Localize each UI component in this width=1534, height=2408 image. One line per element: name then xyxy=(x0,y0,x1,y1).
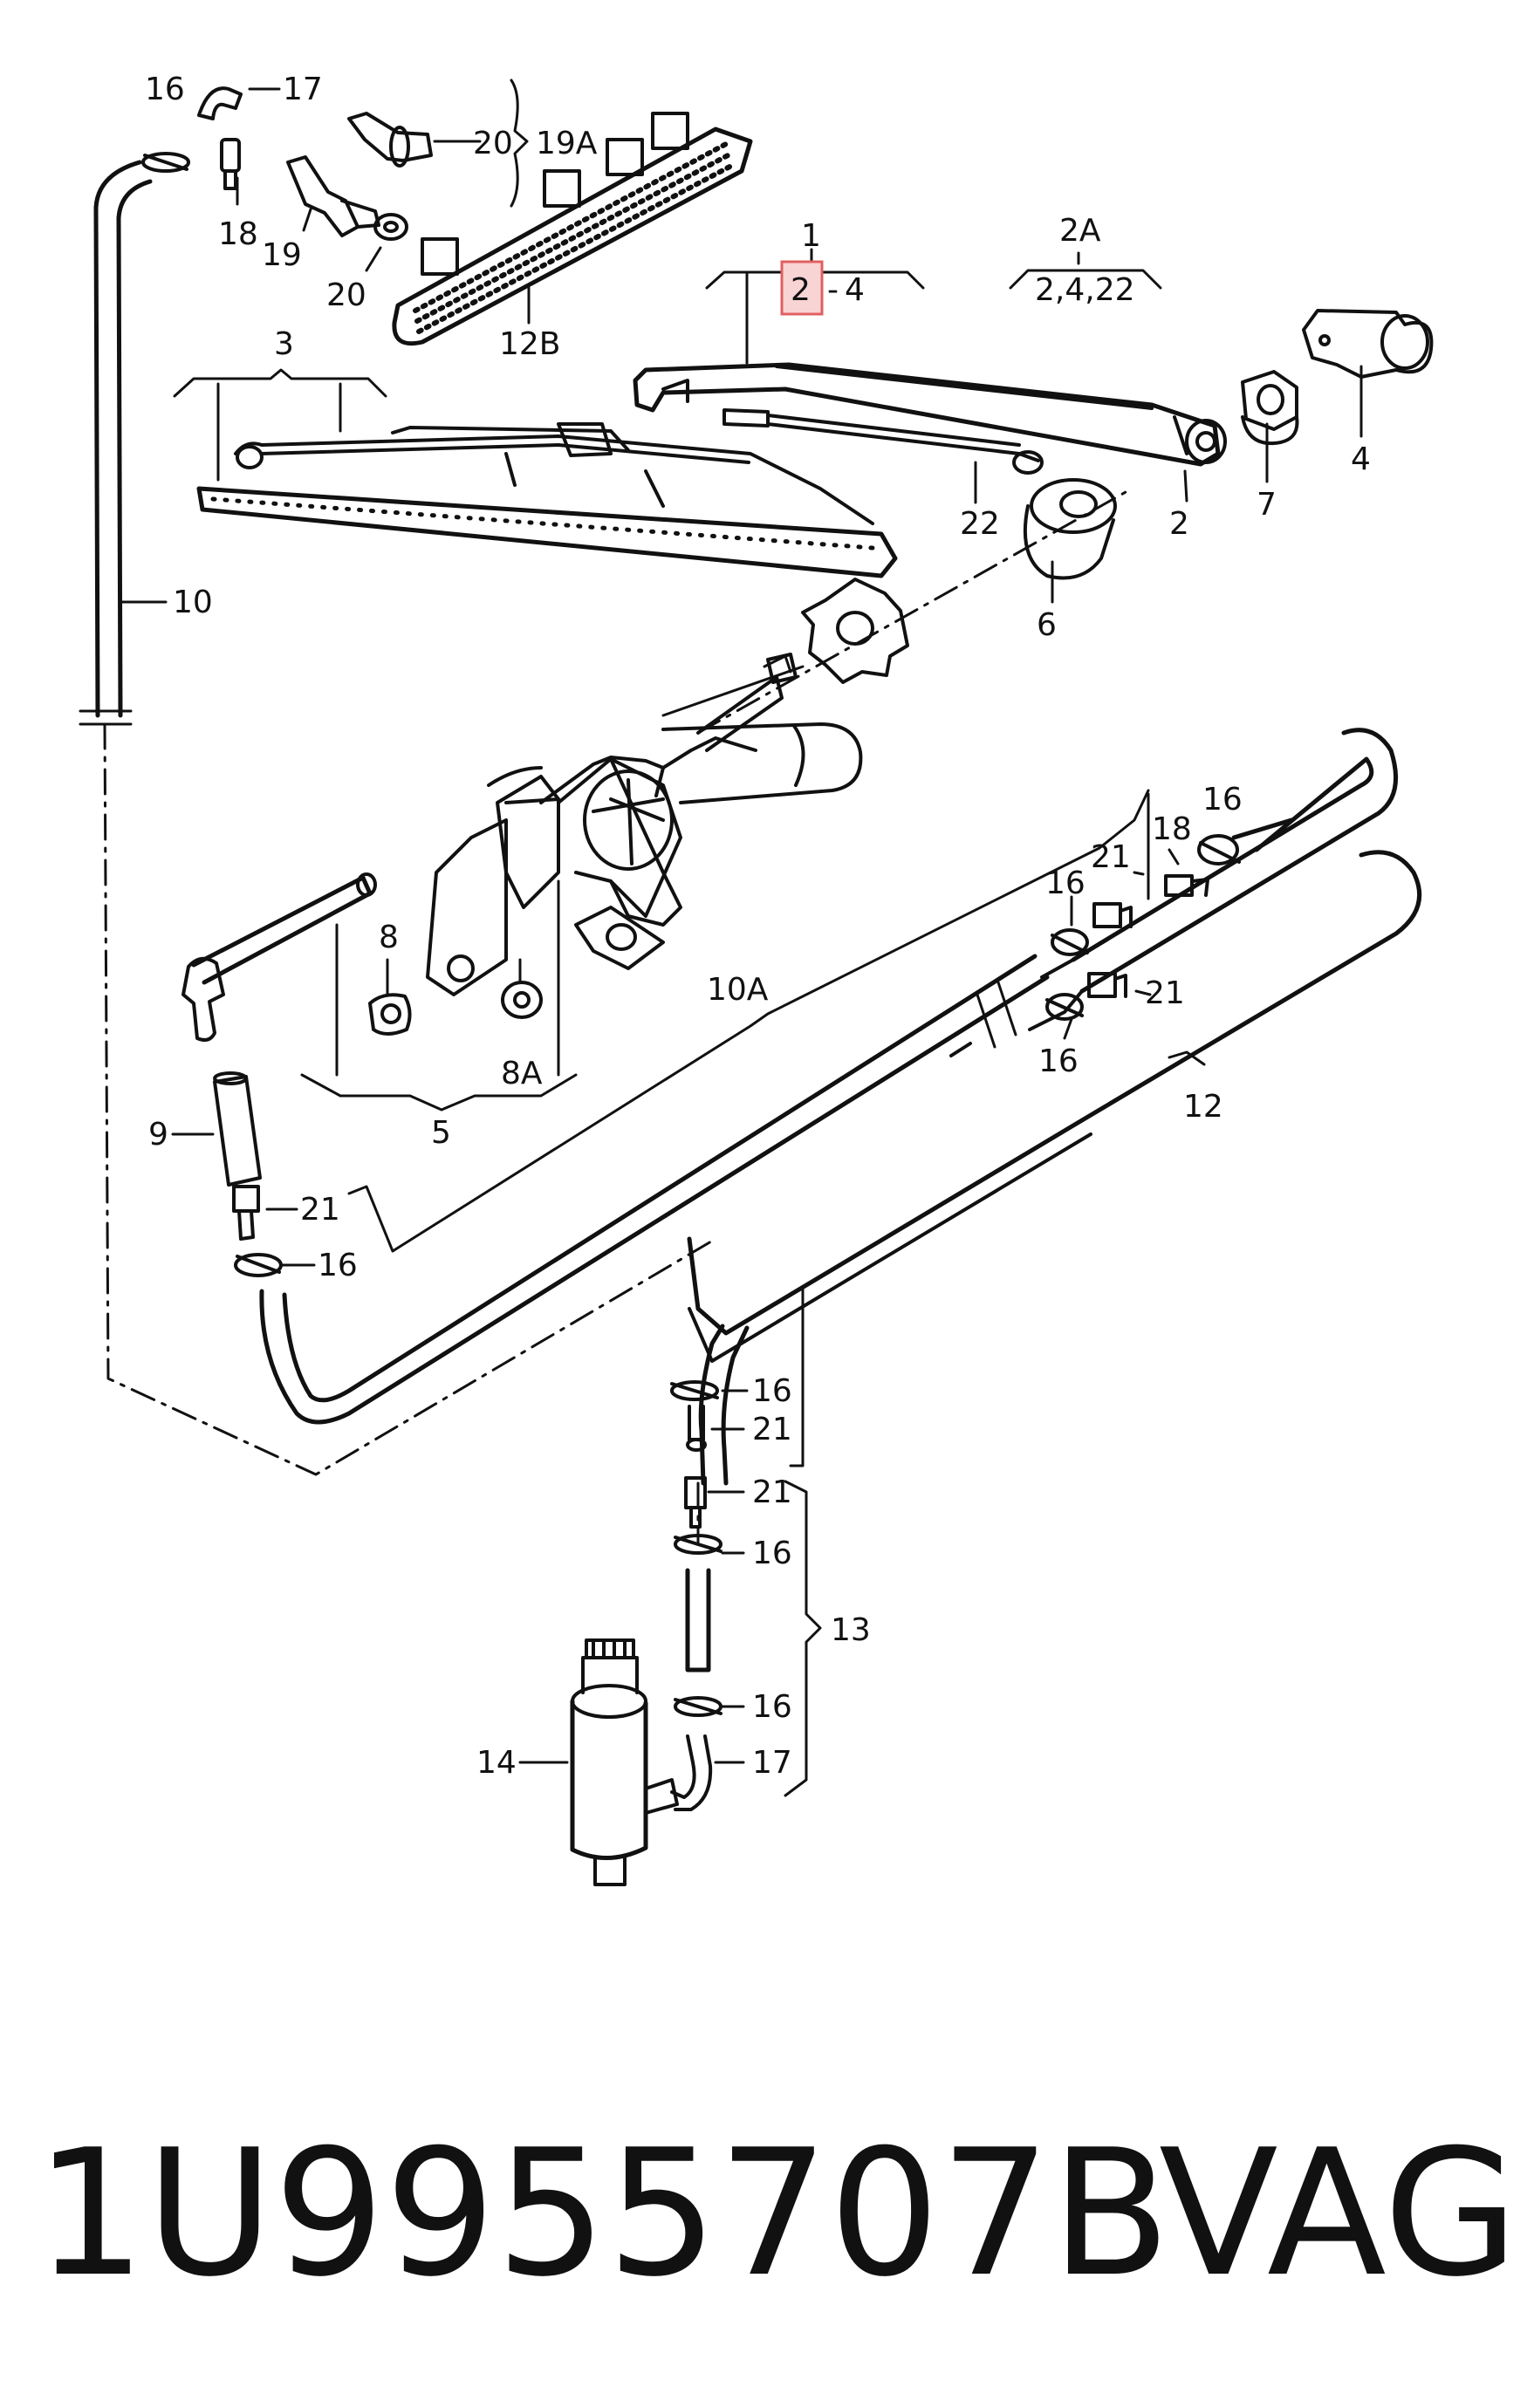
label-10: 10 xyxy=(173,585,213,620)
spoiler-12B xyxy=(392,112,753,346)
wiper-arm-2 xyxy=(633,362,1227,475)
label-18-right: 18 xyxy=(1152,811,1192,847)
right-cluster-parts xyxy=(1045,834,1241,1021)
label-16-right-top: 16 xyxy=(1202,782,1243,817)
label-16-right-low: 16 xyxy=(1038,1043,1079,1079)
label-1: 1 xyxy=(801,218,821,254)
brand-name: VAG xyxy=(1159,2112,1518,2316)
label-2-4-22: 2,4,22 xyxy=(1035,272,1135,308)
hose-9 xyxy=(213,1071,262,1187)
label-3: 3 xyxy=(274,326,294,362)
label-6: 6 xyxy=(1037,607,1057,643)
label-16-bottom-1: 16 xyxy=(752,1373,792,1409)
wiper-blade-3 xyxy=(196,422,898,578)
hose-12-loop xyxy=(259,728,1422,1486)
label-19A: 19A xyxy=(536,126,598,161)
clamp-16-left xyxy=(234,1253,283,1277)
label-dash: - xyxy=(827,272,839,308)
nut-7 xyxy=(1241,370,1299,446)
label-16: 16 xyxy=(145,72,185,107)
label-13: 13 xyxy=(831,1612,871,1648)
nut-8 xyxy=(368,993,412,1036)
label-21-bottom-1: 21 xyxy=(752,1412,792,1447)
label-17: 17 xyxy=(283,72,323,107)
callout-labels: 16 17 20 19A 18 19 20 12B 1 2 - 4 2A 2,4… xyxy=(145,72,1371,1781)
part-number: 1U9955707B xyxy=(35,2112,1171,2316)
label-21-bottom-2: 21 xyxy=(752,1474,792,1510)
label-4-cap: 4 xyxy=(1351,441,1371,477)
label-4: 4 xyxy=(845,272,865,308)
label-19: 19 xyxy=(262,237,302,273)
label-21-left: 21 xyxy=(300,1192,340,1228)
label-2-arm: 2 xyxy=(1169,506,1189,542)
label-18: 18 xyxy=(218,216,258,252)
label-20: 20 xyxy=(473,126,513,161)
axis-line-motor xyxy=(696,490,1127,735)
label-8: 8 xyxy=(379,920,399,955)
label-10A: 10A xyxy=(707,972,769,1008)
label-14: 14 xyxy=(476,1745,517,1781)
washer-8A xyxy=(501,981,543,1019)
bottom-hose-13 xyxy=(670,1380,722,1811)
label-5: 5 xyxy=(431,1115,451,1151)
link-rod xyxy=(181,872,377,1042)
connector-18-top xyxy=(220,138,241,190)
label-16-bottom-2: 16 xyxy=(752,1536,792,1571)
highlight-box xyxy=(780,260,824,316)
spray-jet-19 xyxy=(286,155,380,237)
connector-21-left xyxy=(232,1185,260,1241)
label-7: 7 xyxy=(1257,487,1277,523)
clamp-16-top xyxy=(141,152,190,173)
label-21-right-top: 21 xyxy=(1091,839,1131,875)
assembly-line-left xyxy=(103,722,717,1476)
motor-5 xyxy=(426,653,863,996)
label-17-bottom: 17 xyxy=(752,1745,792,1781)
washer-pump-14 xyxy=(570,1638,679,1886)
label-16-left: 16 xyxy=(318,1248,358,1283)
label-16-right-mid: 16 xyxy=(1045,865,1085,901)
hose-10 xyxy=(79,160,153,726)
spray-jet-20 xyxy=(347,112,433,241)
label-21-right-low: 21 xyxy=(1145,975,1185,1011)
label-12B: 12B xyxy=(499,326,561,362)
label-22: 22 xyxy=(960,506,1000,542)
label-8A: 8A xyxy=(501,1056,543,1091)
cap-4 xyxy=(1302,309,1434,379)
label-12: 12 xyxy=(1183,1089,1223,1125)
label-2A: 2A xyxy=(1059,213,1101,249)
label-2-highlighted: 2 xyxy=(791,272,811,308)
elbow-17-top xyxy=(197,86,243,120)
label-16-bottom-3: 16 xyxy=(752,1689,792,1725)
leader-lines xyxy=(120,79,1363,1797)
label-20-washer: 20 xyxy=(326,277,366,313)
bracket-5 xyxy=(300,923,578,1112)
label-9: 9 xyxy=(148,1117,168,1153)
